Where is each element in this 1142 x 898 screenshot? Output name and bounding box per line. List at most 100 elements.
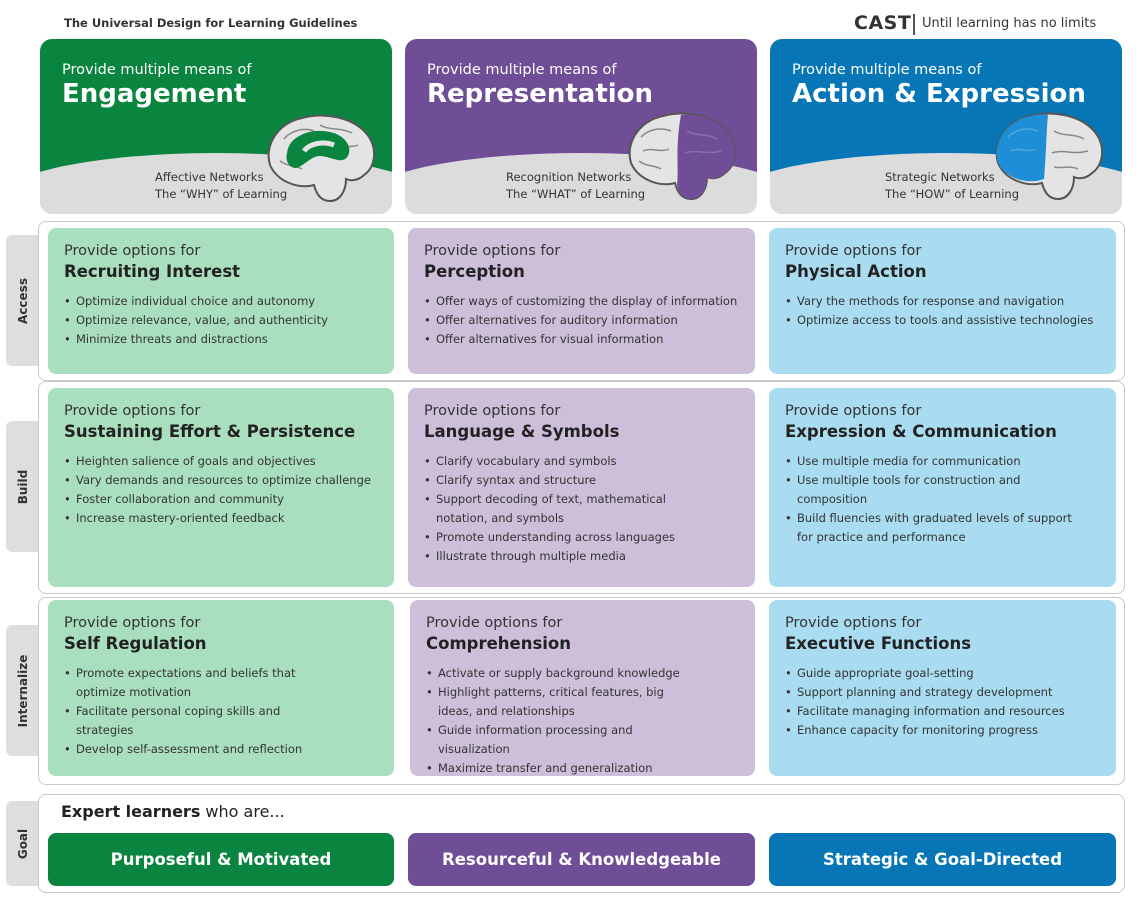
goal-purposeful-motivated: Purposeful & Motivated (48, 833, 394, 886)
principle-engagement-card: Provide multiple means of Engagement Aff… (40, 39, 392, 214)
guideline-expression-communication: Provide options for Expression & Communi… (769, 388, 1116, 587)
principle-representation-card: Provide multiple means of Representation… (405, 39, 757, 214)
principle-pre: Provide multiple means of (62, 62, 252, 78)
goal-strategic-goal-directed: Strategic & Goal-Directed (769, 833, 1116, 886)
guideline-list: Clarify vocabulary and symbols Clarify s… (424, 452, 714, 566)
guideline-self-regulation: Provide options for Self Regulation Prom… (48, 600, 394, 776)
guideline-executive-functions: Provide options for Executive Functions … (769, 600, 1116, 776)
list-item: Foster collaboration and community (64, 490, 378, 509)
guideline-pre: Provide options for (64, 403, 201, 419)
list-item: Promote expectations and beliefs that op… (64, 664, 324, 702)
guideline-pre: Provide options for (424, 243, 561, 259)
network-name: Strategic Networks (885, 170, 995, 184)
guideline-list: Optimize individual choice and autonomy … (64, 292, 378, 349)
list-item: Illustrate through multiple media (424, 547, 714, 566)
brain-recognition-icon (628, 112, 736, 201)
brain-strategic-icon (995, 112, 1103, 201)
guideline-heading: Sustaining Effort & Persistence (64, 422, 356, 441)
cast-logo: CAST (854, 12, 912, 34)
guideline-pre: Provide options for (785, 243, 922, 259)
goal-lead-rest: who are... (200, 802, 285, 821)
guideline-pre: Provide options for (424, 403, 561, 419)
list-item: Develop self-assessment and reflection (64, 740, 324, 759)
list-item: Facilitate managing information and reso… (785, 702, 1100, 721)
network-question: The “HOW” of Learning (885, 187, 1019, 201)
guideline-pre: Provide options for (426, 615, 563, 631)
guideline-list: Heighten salience of goals and objective… (64, 452, 378, 528)
list-item: Clarify vocabulary and symbols (424, 452, 714, 471)
row-label: Access (16, 277, 30, 324)
list-item: Enhance capacity for monitoring progress (785, 721, 1100, 740)
principle-pre: Provide multiple means of (427, 62, 617, 78)
guideline-pre: Provide options for (785, 403, 922, 419)
goal-resourceful-knowledgeable: Resourceful & Knowledgeable (408, 833, 755, 886)
row-tab-goal: Goal (6, 801, 40, 886)
guideline-pre: Provide options for (64, 615, 201, 631)
goal-lead: Expert learners who are... (61, 802, 285, 821)
list-item: Vary the methods for response and naviga… (785, 292, 1100, 311)
network-name: Recognition Networks (506, 170, 632, 184)
principle-pre: Provide multiple means of (792, 62, 982, 78)
network-question: The “WHY” of Learning (155, 187, 288, 201)
list-item: Support planning and strategy developmen… (785, 683, 1100, 702)
guideline-heading: Comprehension (426, 634, 572, 653)
guideline-heading: Executive Functions (785, 634, 972, 653)
network-question: The “WHAT” of Learning (506, 187, 646, 201)
row-tab-build: Build (6, 421, 40, 552)
list-item: Heighten salience of goals and objective… (64, 452, 378, 471)
list-item: Activate or supply background knowledge (426, 664, 701, 683)
document-title: The Universal Design for Learning Guidel… (64, 16, 358, 30)
guideline-list: Offer ways of customizing the display of… (424, 292, 739, 349)
row-tab-access: Access (6, 235, 40, 366)
list-item: Highlight patterns, critical features, b… (426, 683, 701, 721)
principle-title: Representation (427, 79, 654, 109)
guideline-list: Promote expectations and beliefs that op… (64, 664, 324, 759)
row-label: Goal (16, 828, 30, 859)
list-item: Build fluencies with graduated levels of… (785, 509, 1085, 547)
list-item: Support decoding of text, mathematical n… (424, 490, 714, 528)
guideline-physical-action: Provide options for Physical Action Vary… (769, 228, 1116, 374)
list-item: Optimize relevance, value, and authentic… (64, 311, 378, 330)
list-item: Facilitate personal coping skills and st… (64, 702, 324, 740)
guideline-list: Activate or supply background knowledge … (426, 664, 701, 778)
list-item: Use multiple tools for construction and … (785, 471, 1085, 509)
list-item: Optimize individual choice and autonomy (64, 292, 378, 311)
list-item: Maximize transfer and generalization (426, 759, 701, 778)
guideline-comprehension: Provide options for Comprehension Activa… (410, 600, 755, 778)
guideline-heading: Self Regulation (64, 634, 207, 653)
brain-affective-icon (267, 114, 375, 203)
guideline-heading: Physical Action (785, 262, 927, 281)
guideline-list: Use multiple media for communication Use… (785, 452, 1085, 547)
list-item: Increase mastery-oriented feedback (64, 509, 378, 528)
list-item: Promote understanding across languages (424, 528, 714, 547)
guideline-heading: Recruiting Interest (64, 262, 241, 281)
row-label: Internalize (16, 654, 30, 727)
guideline-heading: Perception (424, 262, 525, 281)
list-item: Offer alternatives for visual informatio… (424, 330, 739, 349)
guideline-pre: Provide options for (785, 615, 922, 631)
cast-tagline: Until learning has no limits (922, 16, 1097, 31)
principle-title: Action & Expression (792, 79, 1086, 109)
network-name: Affective Networks (155, 170, 264, 184)
guideline-list: Vary the methods for response and naviga… (785, 292, 1100, 330)
goal-lead-bold: Expert learners (61, 802, 201, 821)
guideline-perception: Provide options for Perception Offer way… (408, 228, 755, 374)
list-item: Guide information processing and visuali… (426, 721, 701, 759)
list-item: Offer alternatives for auditory informat… (424, 311, 739, 330)
list-item: Minimize threats and distractions (64, 330, 378, 349)
principle-title: Engagement (62, 79, 247, 109)
guideline-list: Guide appropriate goal-setting Support p… (785, 664, 1100, 740)
logo-divider (913, 14, 915, 35)
guideline-recruiting-interest: Provide options for Recruiting Interest … (48, 228, 394, 374)
list-item: Clarify syntax and structure (424, 471, 714, 490)
list-item: Optimize access to tools and assistive t… (785, 311, 1100, 330)
row-label: Build (16, 469, 30, 504)
list-item: Offer ways of customizing the display of… (424, 292, 739, 311)
guideline-pre: Provide options for (64, 243, 201, 259)
list-item: Vary demands and resources to optimize c… (64, 471, 378, 490)
guideline-sustaining-effort: Provide options for Sustaining Effort & … (48, 388, 394, 587)
row-tab-internalize: Internalize (6, 625, 40, 756)
guideline-heading: Language & Symbols (424, 422, 620, 441)
list-item: Guide appropriate goal-setting (785, 664, 1100, 683)
principle-action-expression-card: Provide multiple means of Action & Expre… (770, 39, 1122, 214)
